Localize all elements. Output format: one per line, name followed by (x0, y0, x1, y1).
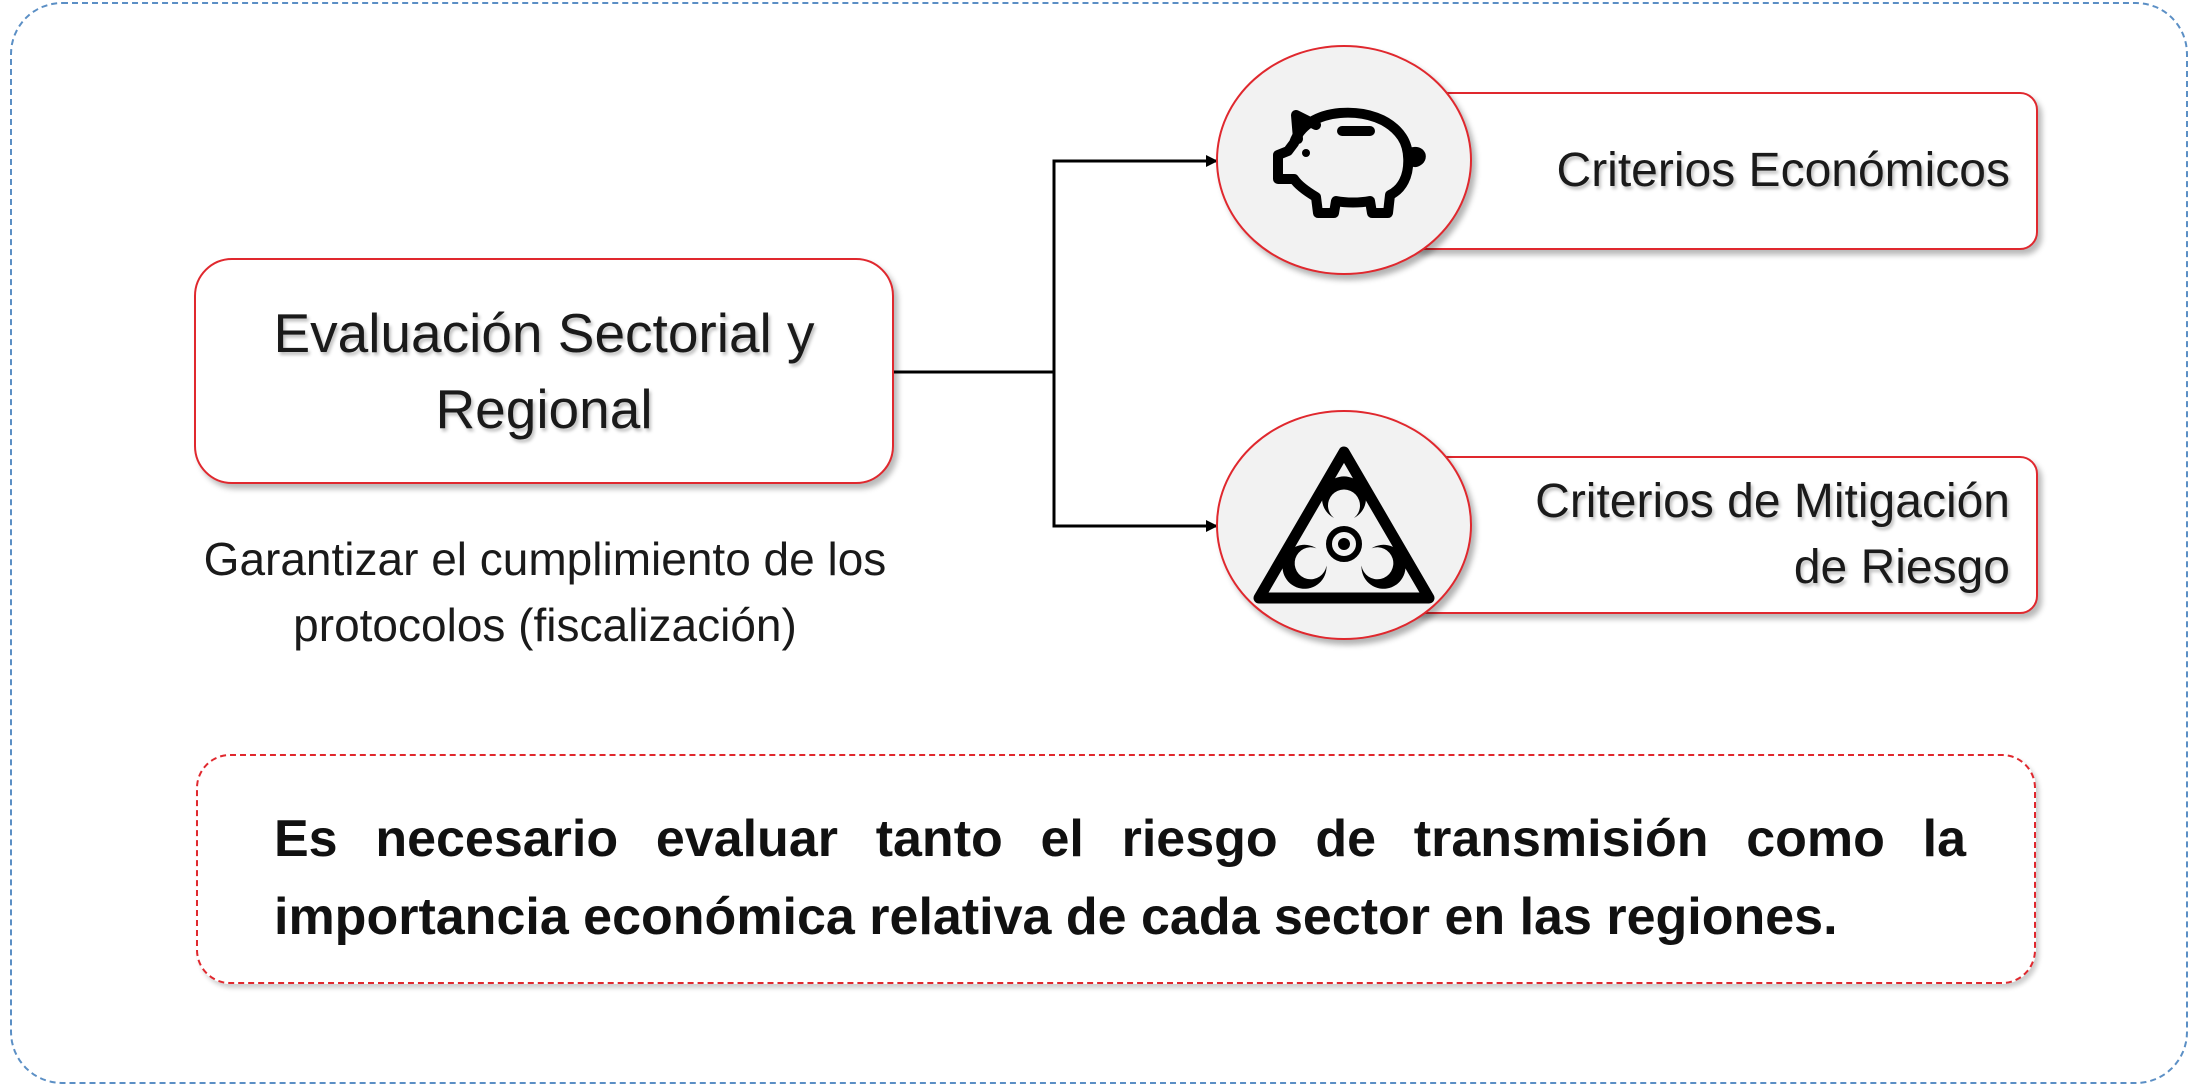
risk-icon-circle (1216, 410, 1472, 640)
economic-criteria-label: Criterios Económicos (1556, 144, 2010, 197)
conclusion-note-box: Es necesario evaluar tanto el riesgo de … (196, 754, 2036, 984)
risk-criteria-label: Criterios de Mitigación de Riesgo (1535, 475, 2010, 594)
economic-icon-circle (1216, 45, 1472, 275)
biohazard-icon (1253, 446, 1435, 604)
main-node-label: Evaluación Sectorial y Regional (273, 302, 815, 440)
main-node-subtitle: Garantizar el cumplimiento de los protoc… (203, 533, 887, 651)
branch-line-risk (1052, 372, 1218, 532)
main-node-box: Evaluación Sectorial y Regional (194, 258, 894, 484)
outer-frame (10, 2, 2188, 1084)
risk-criteria-box: Criterios de Mitigación de Riesgo (1404, 456, 2038, 614)
economic-criteria-box: Criterios Económicos (1404, 92, 2038, 250)
piggy-bank-icon (1273, 107, 1426, 218)
branch-line-economic (1052, 155, 1218, 372)
conclusion-note-text: Es necesario evaluar tanto el riesgo de … (274, 810, 1966, 946)
